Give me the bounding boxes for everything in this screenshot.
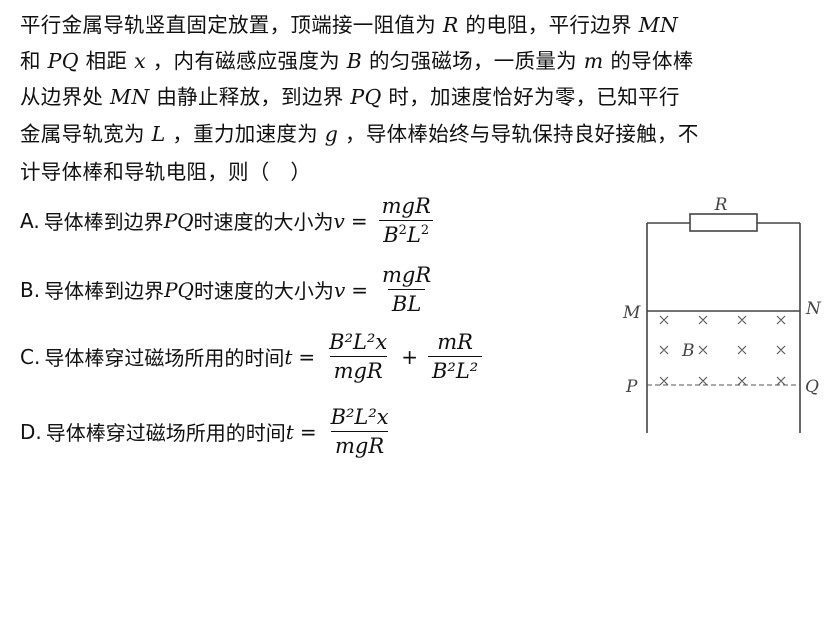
math-t: t bbox=[285, 419, 294, 444]
text: 相距 bbox=[78, 49, 135, 73]
numerator: B²L²x bbox=[330, 405, 389, 429]
fraction: B²L²x mgR bbox=[327, 405, 393, 458]
exponent: 2 bbox=[398, 223, 407, 238]
text: 的导体棒 bbox=[603, 49, 694, 73]
option-label: D. bbox=[20, 419, 42, 444]
math-PQ: PQ bbox=[164, 277, 194, 302]
text: 由静止释放，到边界 bbox=[149, 85, 351, 109]
option-b[interactable]: B. 导体棒到边界 PQ 时速度的大小为 v = mgR BL bbox=[20, 263, 439, 316]
math-R: R bbox=[442, 13, 459, 37]
text: ，内有磁感应强度为 bbox=[145, 49, 347, 73]
math-x: x bbox=[134, 49, 146, 73]
label-P: P bbox=[625, 377, 638, 397]
text: 的匀强磁场，一质量为 bbox=[362, 49, 584, 73]
numerator: mR bbox=[437, 330, 473, 354]
resistor-icon bbox=[689, 213, 758, 232]
question-line-1: 平行金属导轨竖直固定放置，顶端接一阻值为 R 的电阻，平行边界 MN bbox=[20, 8, 678, 38]
option-label: B. bbox=[20, 277, 41, 302]
denominator: BL bbox=[387, 289, 426, 316]
exponent: 2 bbox=[420, 223, 430, 238]
math-v: v bbox=[333, 277, 346, 302]
text: 从边界处 bbox=[20, 85, 111, 109]
denominator: mgR bbox=[329, 356, 387, 383]
label-R: R bbox=[714, 195, 728, 215]
den-base: L bbox=[406, 223, 421, 247]
label-N: N bbox=[805, 299, 822, 319]
option-d[interactable]: D. 导体棒穿过磁场所用的时间 t = B²L²x mgR bbox=[20, 405, 397, 458]
equals-sign: = bbox=[350, 208, 368, 233]
math-L: L bbox=[151, 122, 166, 146]
question-line-4: 金属导轨宽为 L ，重力加速度为 g ，导体棒始终与导轨保持良好接触，不 bbox=[20, 117, 699, 147]
numerator: mgR bbox=[382, 263, 432, 287]
math-PQ: PQ bbox=[163, 208, 194, 233]
math-m: m bbox=[583, 49, 604, 73]
numerator: mgR bbox=[381, 194, 431, 218]
text: 时，加速度恰好为零，已知平行 bbox=[381, 85, 680, 109]
option-text: 导体棒穿过磁场所用的时间 bbox=[44, 346, 285, 370]
option-text: 时速度的大小为 bbox=[193, 210, 334, 234]
den-base: B bbox=[383, 223, 399, 247]
question-line-5: 计导体棒和导轨电阻，则（ ） bbox=[20, 155, 311, 185]
label-Q: Q bbox=[805, 377, 819, 397]
fraction: mgR B2L2 bbox=[378, 194, 435, 247]
option-text: 导体棒到边界 bbox=[44, 279, 165, 303]
math-PQ: PQ bbox=[350, 85, 382, 109]
equals-sign: = bbox=[299, 419, 317, 444]
label-B: B bbox=[681, 341, 695, 361]
math-t: t bbox=[284, 344, 293, 369]
math-PQ: PQ bbox=[47, 49, 79, 73]
question-line-3: 从边界处 MN 由静止释放，到边界 PQ 时，加速度恰好为零，已知平行 bbox=[20, 80, 680, 110]
numerator: B²L²x bbox=[329, 330, 388, 354]
option-text: 导体棒到边界 bbox=[43, 210, 164, 234]
option-a[interactable]: A. 导体棒到边界 PQ 时速度的大小为 v = mgR B2L2 bbox=[20, 194, 439, 247]
text: 的电阻，平行边界 bbox=[458, 13, 639, 37]
denominator: B²L² bbox=[427, 356, 483, 383]
text: ，导体棒始终与导轨保持良好接触，不 bbox=[338, 122, 699, 146]
option-c[interactable]: C. 导体棒穿过磁场所用的时间 t = B²L²x mgR + mR B²L² bbox=[20, 330, 486, 383]
option-label: C. bbox=[20, 344, 41, 369]
label-M: M bbox=[622, 303, 641, 323]
fraction: mgR BL bbox=[378, 263, 435, 316]
denominator: B2L2 bbox=[379, 220, 434, 247]
math-v: v bbox=[333, 208, 345, 233]
equals-sign: = bbox=[351, 277, 369, 302]
equals-sign: = bbox=[298, 344, 316, 369]
text: ，重力加速度为 bbox=[165, 122, 325, 146]
math-g: g bbox=[324, 122, 339, 146]
fraction-1: B²L²x mgR bbox=[325, 330, 391, 383]
math-MN: MN bbox=[110, 85, 150, 109]
math-B: B bbox=[346, 49, 363, 73]
question-line-2: 和 PQ 相距 x ，内有磁感应强度为 B 的匀强磁场，一质量为 m 的导体棒 bbox=[20, 44, 694, 74]
plus-sign: + bbox=[401, 344, 418, 369]
option-text: 时速度的大小为 bbox=[193, 279, 334, 303]
math-MN: MN bbox=[638, 13, 679, 37]
text: 金属导轨宽为 bbox=[20, 122, 152, 146]
option-label: A. bbox=[20, 208, 40, 233]
fraction-2: mR B²L² bbox=[427, 330, 483, 383]
text: 平行金属导轨竖直固定放置，顶端接一阻值为 bbox=[20, 13, 443, 37]
option-text: 导体棒穿过磁场所用的时间 bbox=[45, 421, 286, 445]
denominator: mgR bbox=[331, 431, 389, 458]
text: 和 bbox=[20, 49, 48, 73]
rail-circuit-diagram: R M N P Q B bbox=[622, 195, 822, 433]
text: 计导体棒和导轨电阻，则（ ） bbox=[20, 160, 312, 184]
magnetic-field-crosses bbox=[659, 315, 786, 386]
